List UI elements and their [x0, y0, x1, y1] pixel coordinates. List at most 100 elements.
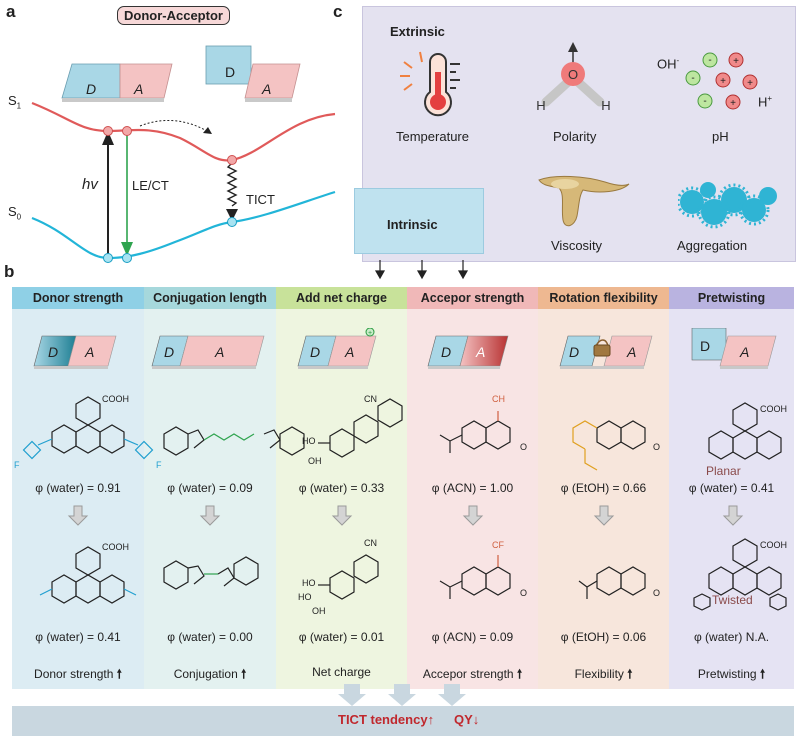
lect-label: LE/CT: [132, 178, 169, 193]
b-d6: D: [700, 338, 711, 354]
phi-bottom-4: φ (ACN) = 0.09: [431, 630, 514, 644]
header-rotation-flexibility: Rotation flexibility: [538, 287, 669, 309]
da-block-conjugation: [151, 335, 265, 369]
cn-bottom: CN: [364, 538, 377, 548]
header-acceptor-strength: Accepor strength: [407, 287, 538, 309]
grey-arrows-row: [67, 505, 744, 526]
ho-top: HO: [302, 436, 316, 446]
d-label-twisted: D: [225, 64, 236, 80]
cn-top: CN: [364, 394, 377, 404]
header-donor-strength: Donor strength: [12, 287, 144, 309]
b-d1: D: [48, 344, 59, 360]
da-block-acceptor: [427, 335, 509, 369]
svg-text:+: +: [368, 330, 372, 337]
up-arrow-icon: 🠕: [241, 667, 247, 681]
a-label-twisted: A: [262, 81, 272, 97]
column-donor-strength: [12, 309, 144, 689]
oh-label: OH-: [657, 56, 680, 72]
panel-a-letter: a: [6, 2, 16, 21]
da-block-rotation: [559, 335, 653, 369]
f-top-1: F: [14, 460, 20, 470]
ho-bottom-1: HO: [302, 578, 316, 588]
svg-text:+: +: [733, 56, 739, 67]
viscosity-drip-icon: [538, 175, 630, 227]
b-d3: D: [310, 344, 321, 360]
svg-text:+: +: [720, 76, 726, 87]
b-a5: A: [627, 344, 637, 360]
f-top-2: F: [156, 460, 162, 470]
phi-top-1: φ (water) = 0.91: [35, 481, 121, 495]
tict-label: TICT: [246, 192, 275, 207]
b-a6: A: [740, 344, 750, 360]
aggregation-label: Aggregation: [677, 238, 748, 253]
d-label-planar: D: [86, 81, 97, 97]
a-label-planar: A: [134, 81, 144, 97]
b-d2: D: [164, 344, 175, 360]
footer-donor: Donor strength 🠕: [34, 667, 122, 681]
o-top-5: O: [653, 442, 660, 452]
da-block-charge: +: [297, 328, 377, 369]
panel-b-letter: b: [4, 262, 15, 281]
hv-label: hv: [82, 176, 98, 193]
water-o-label: O: [568, 67, 578, 82]
b-a3: A: [345, 344, 355, 360]
footer-flexibility: Flexibility 🠕: [574, 667, 633, 681]
b-a1: A: [85, 344, 95, 360]
molecules-bottom-row: COOH CN HO HO OH COOH O O CF Twisted: [39, 538, 787, 616]
svg-text:+: +: [747, 78, 753, 89]
footer-acceptor: Accepor strength 🠕: [422, 667, 523, 681]
twisted-label: Twisted: [712, 593, 753, 607]
twisted-da-block: [205, 45, 301, 102]
temperature-label: Temperature: [396, 129, 469, 144]
ph-label: pH: [712, 129, 729, 144]
oh-top: OH: [308, 456, 322, 466]
o-bottom-4: O: [520, 588, 527, 598]
footer-charge: Net charge: [312, 665, 371, 679]
thermometer-icon: [400, 51, 460, 117]
cooh-top-1: COOH: [102, 394, 129, 404]
da-block-donor: [33, 335, 117, 369]
phi-top-2: φ (water) = 0.09: [167, 481, 253, 495]
water-polarity-icon: O H H: [536, 42, 611, 113]
summary-arrows: [338, 684, 466, 706]
b-a4: A: [476, 344, 486, 360]
phi-top-6: φ (water) = 0.41: [688, 481, 775, 495]
water-h2-label: H: [601, 98, 610, 113]
footer-conjugation: Conjugation 🠕: [173, 667, 247, 681]
s0-label: S0: [8, 204, 22, 222]
intrinsic-box: [354, 188, 484, 254]
s1-label: S1: [8, 93, 22, 111]
o-bottom-5: O: [653, 588, 660, 598]
polarity-label: Polarity: [553, 129, 597, 144]
h-plus-label: H+: [758, 94, 773, 110]
phi-bottom-6: φ (water) N.A.: [693, 630, 770, 644]
phi-top-4: φ (ACN) = 1.00: [431, 481, 514, 495]
oh-bottom: OH: [312, 606, 326, 616]
column-net-charge: [276, 309, 407, 689]
o-top-4: O: [520, 442, 527, 452]
b-d4: D: [441, 344, 452, 360]
summary-bar: [12, 706, 794, 736]
up-arrow-icon: 🠕: [759, 667, 766, 681]
water-h1-label: H: [536, 98, 545, 113]
planar-da-block: [61, 63, 173, 102]
up-arrow-icon: 🠕: [516, 667, 523, 681]
svg-text:+: +: [730, 98, 736, 109]
up-arrow-icon: 🠕: [627, 667, 633, 681]
cooh-top-6: COOH: [760, 404, 787, 414]
qy-label: QY↓: [454, 712, 480, 727]
phi-bottom-5: φ (EtOH) = 0.06: [560, 630, 647, 644]
header-conjugation-length: Conjugation length: [144, 287, 276, 309]
phi-bottom-1: φ (water) = 0.41: [35, 630, 121, 644]
da-block-pretwist: [691, 328, 777, 369]
cooh-bottom-1: COOH: [102, 542, 129, 552]
header-net-charge: Add net charge: [276, 287, 407, 309]
column-pretwisting: [669, 309, 794, 689]
da-blocks-row: +: [33, 328, 777, 369]
intrinsic-label: Intrinsic: [387, 217, 438, 232]
donor-acceptor-title: Donor-Acceptor: [117, 6, 230, 25]
up-arrow-icon: 🠕: [116, 667, 122, 681]
column-acceptor-strength: [407, 309, 538, 689]
aggregation-cluster-icon: [678, 182, 777, 229]
